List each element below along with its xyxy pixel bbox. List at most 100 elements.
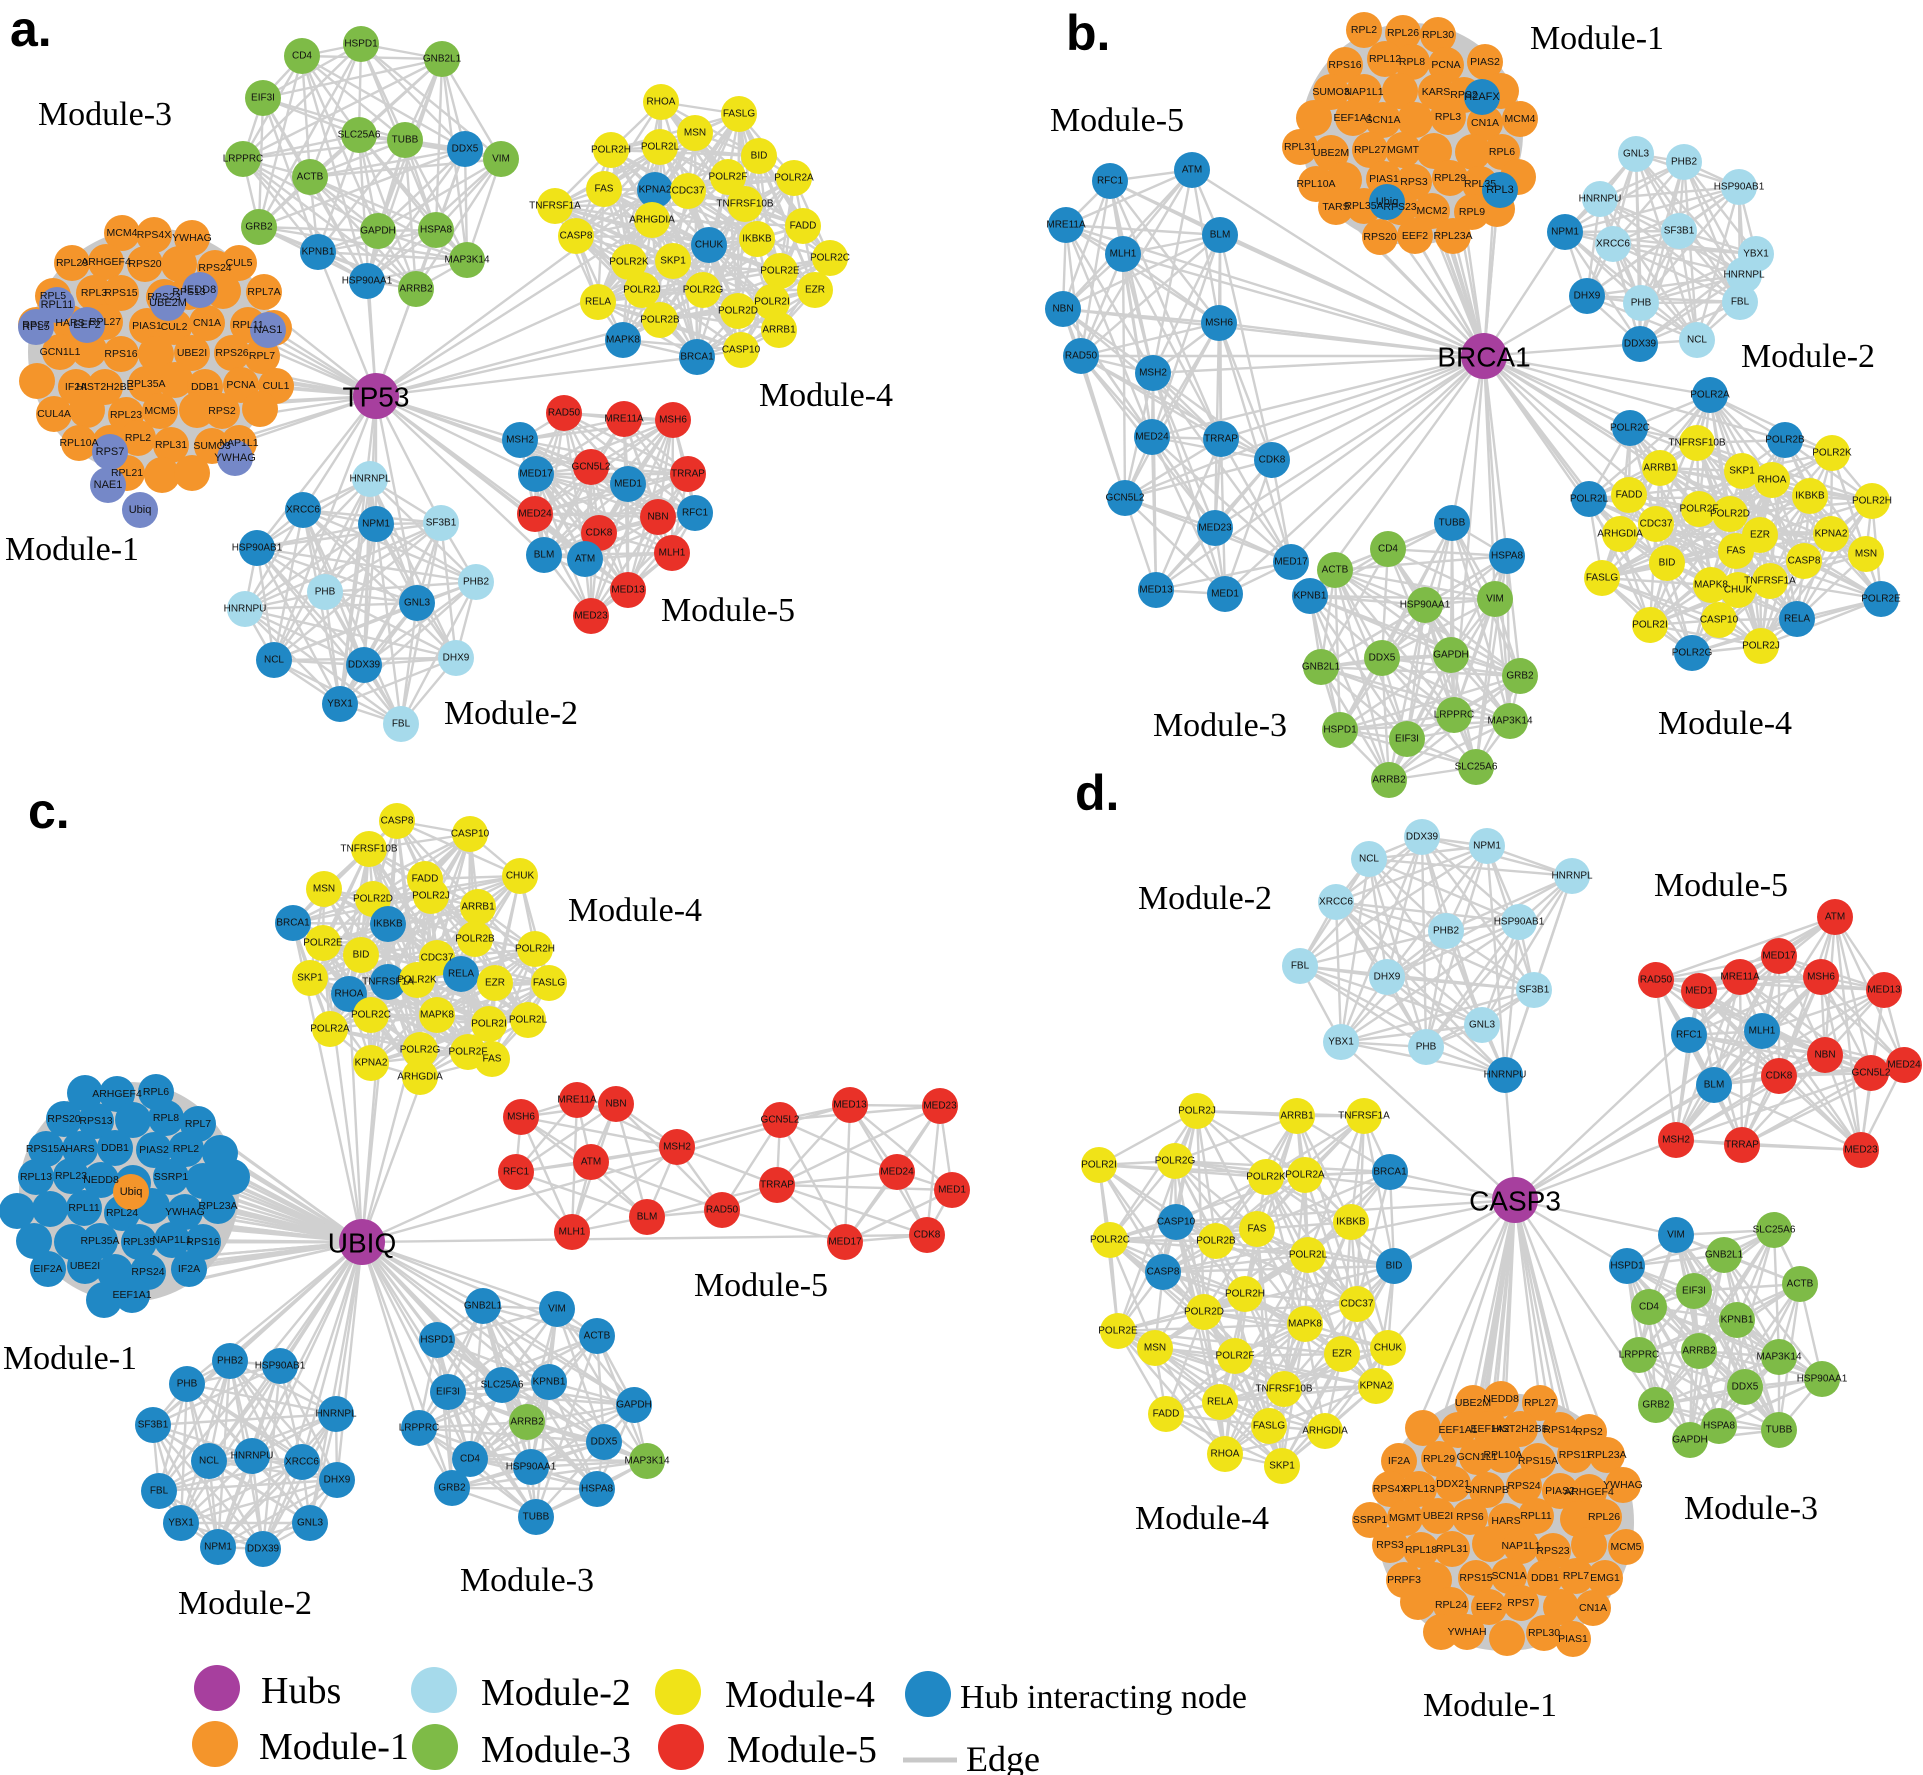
svg-text:VIM: VIM: [1667, 1230, 1685, 1241]
svg-text:BID: BID: [751, 151, 768, 162]
svg-text:RPS24: RPS24: [131, 1266, 164, 1278]
svg-text:POLR2C: POLR2C: [1610, 423, 1650, 434]
svg-text:HNRNPU: HNRNPU: [1579, 194, 1622, 205]
svg-text:PIAS1: PIAS1: [132, 320, 162, 332]
svg-text:DDX39: DDX39: [348, 660, 381, 671]
svg-text:SKP1: SKP1: [297, 973, 323, 984]
svg-text:RPL10A: RPL10A: [1483, 1449, 1522, 1461]
svg-text:IKBKB: IKBKB: [1336, 1217, 1366, 1228]
svg-text:TNFRSF1A: TNFRSF1A: [529, 201, 581, 212]
svg-text:HNRNPL: HNRNPL: [1723, 270, 1765, 281]
svg-text:TRRAP: TRRAP: [760, 1180, 794, 1191]
svg-text:Module-2: Module-2: [481, 1672, 631, 1714]
svg-text:MED1: MED1: [1685, 986, 1713, 997]
svg-text:POLR2C: POLR2C: [351, 1010, 391, 1021]
svg-text:TUBB: TUBB: [392, 135, 419, 146]
svg-text:CUL4A: CUL4A: [37, 408, 71, 420]
svg-text:CD4: CD4: [460, 1454, 480, 1465]
svg-text:PCNA: PCNA: [1431, 59, 1460, 71]
svg-text:RPL7A: RPL7A: [247, 286, 280, 298]
svg-text:MAPK8: MAPK8: [606, 335, 640, 346]
svg-text:BLM: BLM: [534, 550, 555, 561]
svg-text:GAPDH: GAPDH: [1672, 1435, 1708, 1446]
svg-text:LRPPRC: LRPPRC: [1434, 710, 1475, 721]
svg-text:POLR2I: POLR2I: [471, 1019, 507, 1030]
svg-text:CHUK: CHUK: [695, 240, 724, 251]
svg-text:POLR2J: POLR2J: [1178, 1106, 1216, 1117]
svg-text:FADD: FADD: [1153, 1409, 1180, 1420]
svg-text:NPM1: NPM1: [362, 519, 390, 530]
svg-text:GNB2L1: GNB2L1: [464, 1301, 503, 1312]
svg-text:RPL21: RPL21: [111, 467, 143, 479]
svg-text:POLR2I: POLR2I: [754, 297, 790, 308]
svg-text:FBL: FBL: [150, 1486, 169, 1497]
svg-text:MED17: MED17: [1274, 557, 1308, 568]
svg-text:RELA: RELA: [585, 297, 611, 308]
svg-text:RPL3: RPL3: [81, 287, 107, 299]
svg-text:RPL24: RPL24: [106, 1207, 138, 1219]
svg-text:ARRB1: ARRB1: [762, 325, 796, 336]
svg-text:ATM: ATM: [581, 1157, 601, 1168]
svg-text:SF3B1: SF3B1: [1664, 226, 1695, 237]
svg-text:NCL: NCL: [264, 655, 284, 666]
svg-text:RHOA: RHOA: [1211, 1449, 1240, 1460]
svg-text:UBE2M: UBE2M: [149, 297, 187, 309]
svg-text:SSRP1: SSRP1: [1353, 1514, 1388, 1526]
svg-text:ARRB2: ARRB2: [399, 284, 433, 295]
svg-text:MED1: MED1: [938, 1185, 966, 1196]
svg-text:NCL: NCL: [1687, 335, 1707, 346]
svg-text:EMG1: EMG1: [1590, 1572, 1620, 1584]
svg-text:MED13: MED13: [1139, 585, 1173, 596]
svg-text:GAPDH: GAPDH: [616, 1400, 652, 1411]
svg-text:RPL9: RPL9: [1459, 206, 1485, 218]
svg-text:POLR2I: POLR2I: [1632, 620, 1668, 631]
svg-text:Ubiq: Ubiq: [120, 1186, 143, 1198]
svg-text:KPNA2: KPNA2: [1815, 529, 1848, 540]
svg-text:KARS: KARS: [1422, 86, 1451, 98]
svg-text:MED17: MED17: [1762, 951, 1796, 962]
svg-text:RPL18: RPL18: [1405, 1544, 1437, 1556]
svg-text:MED1: MED1: [614, 479, 642, 490]
svg-text:KPNA2: KPNA2: [1360, 1381, 1393, 1392]
svg-text:Ubiq: Ubiq: [1376, 196, 1399, 208]
svg-text:RPS15A: RPS15A: [1518, 1455, 1558, 1467]
svg-text:RPL23: RPL23: [110, 409, 142, 421]
svg-text:MGMT: MGMT: [1389, 1512, 1422, 1524]
svg-text:MED17: MED17: [519, 469, 553, 480]
svg-text:NAP1L1: NAP1L1: [219, 437, 258, 449]
svg-text:CDK8: CDK8: [1766, 1071, 1793, 1082]
svg-text:SF3B1: SF3B1: [426, 518, 457, 529]
svg-text:RPL13: RPL13: [20, 1171, 52, 1183]
svg-text:GCN5L2: GCN5L2: [572, 462, 611, 473]
svg-text:FASLG: FASLG: [1253, 1421, 1285, 1432]
svg-text:HSP90AA1: HSP90AA1: [1400, 600, 1451, 611]
svg-text:MSH6: MSH6: [659, 415, 687, 426]
svg-text:TRRAP: TRRAP: [1725, 1140, 1759, 1151]
svg-text:POLR2C: POLR2C: [1090, 1235, 1130, 1246]
svg-text:GNB2L1: GNB2L1: [423, 54, 462, 65]
svg-text:CASP8: CASP8: [1788, 556, 1821, 567]
svg-text:CASP3: CASP3: [1469, 1186, 1561, 1217]
svg-text:KPNA2: KPNA2: [639, 185, 672, 196]
svg-text:POLR2K: POLR2K: [609, 257, 649, 268]
svg-text:RPL7: RPL7: [249, 350, 275, 362]
svg-text:ARHGDIA: ARHGDIA: [629, 215, 675, 226]
svg-text:MED24: MED24: [518, 509, 552, 520]
svg-text:MSN: MSN: [684, 128, 706, 139]
svg-text:POLR2L: POLR2L: [641, 142, 680, 153]
svg-text:NAE1: NAE1: [94, 479, 123, 491]
svg-text:Edge: Edge: [966, 1739, 1040, 1775]
svg-text:POLR2A: POLR2A: [310, 1024, 350, 1035]
svg-text:RPS4X: RPS4X: [137, 229, 171, 241]
svg-text:RPS23: RPS23: [1536, 1545, 1569, 1557]
svg-text:BLM: BLM: [1210, 230, 1231, 241]
svg-text:NBN: NBN: [647, 512, 668, 523]
svg-text:TNFRSF10B: TNFRSF10B: [1668, 438, 1726, 449]
svg-text:HSP90AB1: HSP90AB1: [1714, 182, 1765, 193]
svg-text:Module-1: Module-1: [3, 1340, 137, 1377]
svg-text:RPS16: RPS16: [1328, 59, 1361, 71]
svg-text:Module-1: Module-1: [5, 531, 139, 568]
svg-text:MED13: MED13: [1867, 985, 1901, 996]
svg-text:RPS20: RPS20: [128, 258, 161, 270]
svg-text:DHX9: DHX9: [1374, 972, 1401, 983]
